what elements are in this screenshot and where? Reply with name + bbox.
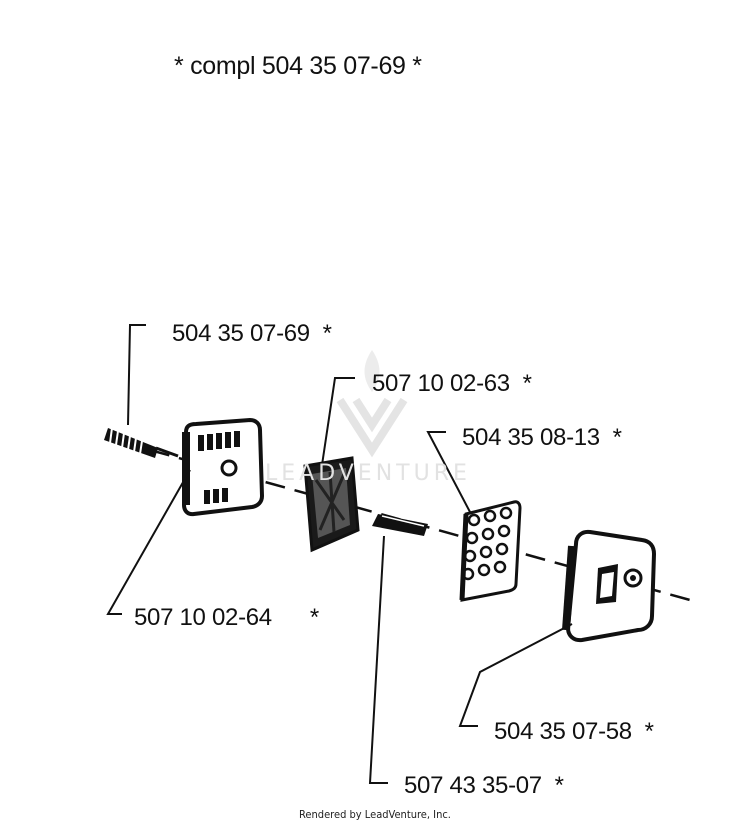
cover-part: [181, 417, 265, 517]
filter-element-part: [303, 456, 360, 553]
part-number: 504 35 08-13: [462, 424, 600, 451]
base-part: [562, 529, 657, 643]
watermark-text: LEADVENTURE: [265, 461, 471, 486]
part-number: 507 10 02-63: [372, 370, 510, 397]
part-mark: *: [522, 370, 532, 397]
part-label-screw: 504 35 07-69 *: [172, 320, 332, 348]
part-mark: *: [644, 718, 654, 745]
part-mark: *: [309, 604, 319, 631]
part-label-filter-element: 507 10 02-63 *: [372, 370, 532, 398]
gasket-part: [372, 514, 428, 536]
part-number: 507 10 02-64: [134, 604, 272, 631]
part-mark: *: [612, 424, 622, 451]
holder-part: [459, 500, 522, 602]
part-mark: *: [554, 772, 564, 799]
part-number: 504 35 07-69: [172, 320, 310, 347]
screw-part: [104, 427, 179, 458]
part-label-base: 504 35 07-58 *: [494, 718, 654, 746]
part-label-gasket: 507 43 35-07 *: [404, 772, 564, 800]
part-label-cover: 507 10 02-64 *: [134, 604, 319, 632]
watermark-logo: [336, 350, 408, 458]
assembly-title: * compl 504 35 07-69 *: [174, 52, 422, 80]
leader-lines: [106, 324, 573, 784]
part-mark: *: [322, 320, 332, 347]
footer-credit: Rendered by LeadVenture, Inc.: [299, 808, 451, 821]
part-label-holder: 504 35 08-13 *: [462, 424, 622, 452]
part-number: 504 35 07-58: [494, 718, 632, 745]
part-number: 507 43 35-07: [404, 772, 542, 799]
